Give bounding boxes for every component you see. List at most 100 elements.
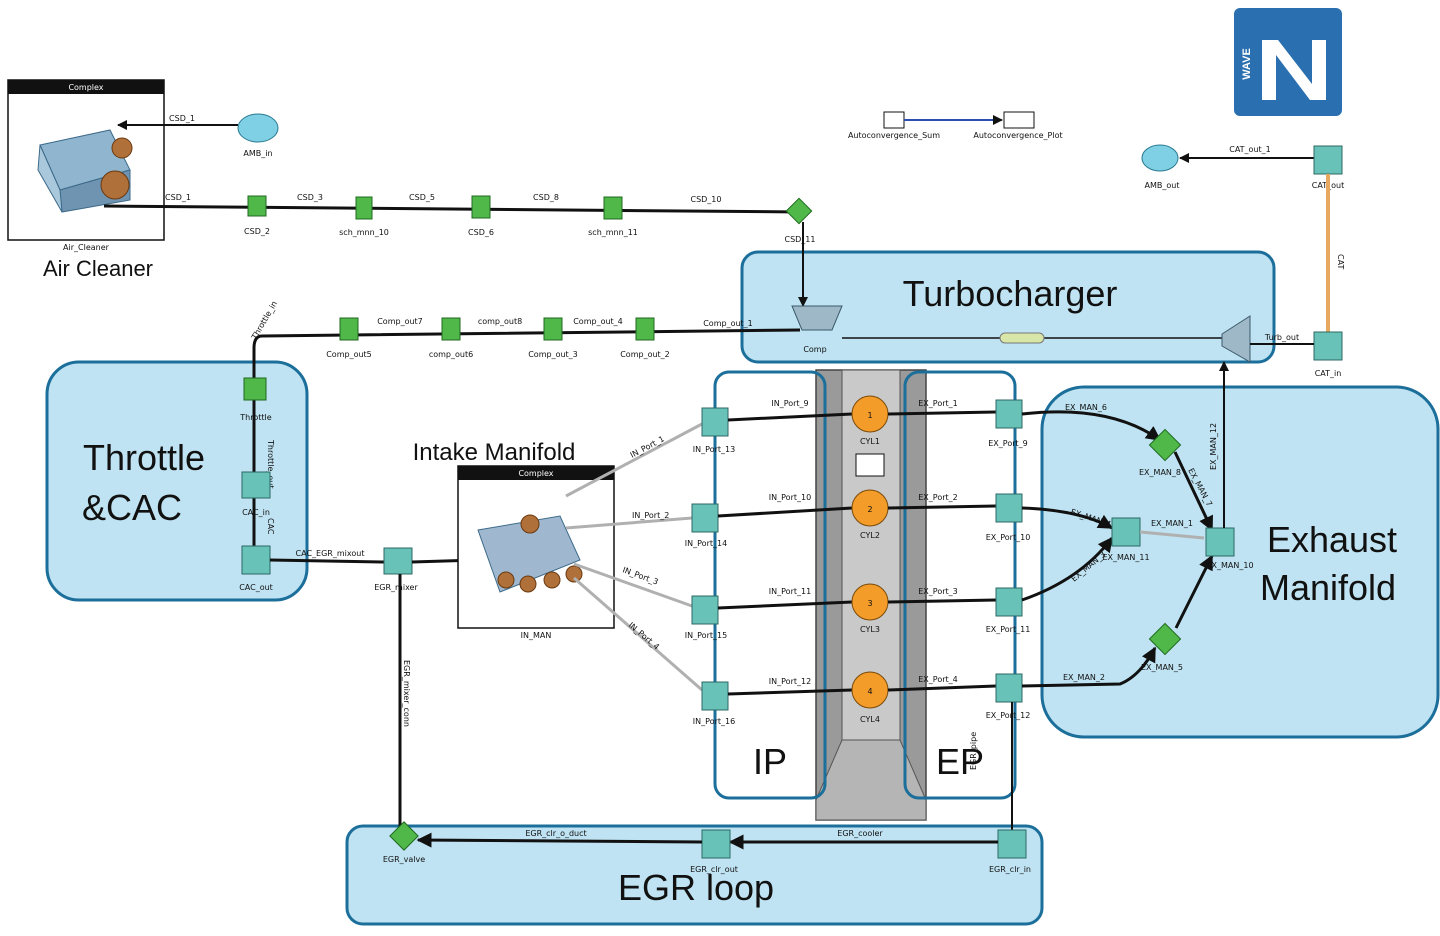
turbine-icon[interactable] (1221, 315, 1251, 363)
cat-in-node[interactable] (1313, 331, 1343, 361)
turbocharger-region (740, 250, 1276, 364)
cylinder-1-number: 1 (867, 411, 872, 420)
egr-clr-in-label: EGR_clr_in (989, 865, 1031, 874)
in-port-9-label: IN_Port_9 (771, 399, 808, 408)
ex-man-1-label: EX_MAN_1 (1151, 519, 1193, 528)
ex-port-9-label: EX_Port_9 (988, 439, 1027, 448)
egr-valve-node[interactable] (389, 821, 419, 851)
turbocharger-title: Turbocharger (903, 273, 1118, 314)
ex-port-11-label: EX_Port_11 (986, 625, 1031, 634)
comp-out-3-label: Comp_out_3 (528, 350, 578, 359)
ex-port-4-pipe (887, 684, 997, 692)
ex-port-12-label: EX_Port_12 (986, 711, 1031, 720)
ex-man-2-label: EX_MAN_2 (1063, 673, 1105, 682)
in-port-15-node[interactable] (691, 595, 719, 625)
in-port-16-node[interactable] (701, 681, 729, 711)
in-port-16-label: IN_Port_16 (693, 717, 735, 726)
cac-out-node[interactable] (241, 545, 271, 575)
ex-port-3-pipe (887, 598, 997, 604)
intake-manifold-title: Intake Manifold (413, 439, 576, 466)
ex-man-10-node[interactable] (1205, 527, 1235, 557)
comp-out8-label: comp_out8 (478, 317, 522, 326)
autoconvergence-plot-icon[interactable] (1003, 111, 1035, 129)
csd-11-node[interactable] (785, 197, 813, 225)
comp-out5-node[interactable] (339, 317, 359, 341)
ex-man-11-node[interactable] (1111, 517, 1141, 547)
ex-man-6-pipe (1021, 410, 1162, 442)
ex-port-10-label: EX_Port_10 (986, 533, 1031, 542)
cyl4-label: CYL4 (860, 715, 880, 724)
in-port-1-pipe (565, 422, 703, 498)
ex-port-3-label: EX_Port_3 (918, 587, 957, 596)
ex-man-5-node[interactable] (1148, 622, 1182, 656)
csd-6-node[interactable] (471, 195, 491, 219)
ex-port-1-label: EX_Port_1 (918, 399, 957, 408)
turbo-shaft-body (999, 332, 1045, 344)
wave-logo-text: WAVE (1241, 48, 1253, 80)
ex-man-7-pipe (1173, 451, 1214, 532)
ex-port-11-node[interactable] (995, 587, 1023, 617)
cyl1-label: CYL1 (860, 437, 880, 446)
ambient-out-cloud-icon[interactable] (1141, 144, 1179, 172)
csd-1b-label: CSD_1 (165, 193, 191, 202)
in-port-10-pipe (717, 506, 853, 518)
exhaust-manifold-title-2: Manifold (1260, 567, 1396, 608)
egr-valve-label: EGR_valve (383, 855, 425, 864)
intake-manifold-3d-icon (477, 514, 583, 593)
ex-port-2-label: EX_Port_2 (918, 493, 957, 502)
sch-mnn-11-label: sch_mnn_11 (588, 228, 638, 237)
cat-out-node[interactable] (1313, 145, 1343, 175)
autoconvergence-sum-icon[interactable] (883, 111, 905, 129)
egr-loop-title: EGR loop (618, 867, 774, 908)
cac-in-label: CAC_in (242, 508, 270, 517)
ep-title: EP (936, 741, 984, 782)
throttle-out-label: Throttle_out (266, 439, 275, 488)
comp-out-1-label: Comp_out_1 (703, 319, 753, 328)
cac-egr-pipe (269, 558, 385, 564)
comp-out6-node[interactable] (441, 317, 461, 341)
in-man-label: IN_MAN (521, 631, 552, 640)
egr-loop-region (345, 824, 1044, 926)
ip-title: IP (753, 741, 787, 782)
comp-out-3-node[interactable] (543, 317, 563, 341)
egr-clr-in-node[interactable] (997, 829, 1027, 859)
cac-out-label: CAC_out (239, 583, 273, 592)
comp-out-2-node[interactable] (635, 317, 655, 341)
in-port-13-label: IN_Port_13 (693, 445, 735, 454)
in-port-14-label: IN_Port_14 (685, 539, 727, 548)
egr-mixer-node[interactable] (383, 547, 413, 575)
egr-cooler-label: EGR_cooler (837, 829, 883, 838)
ex-man-8-node[interactable] (1148, 428, 1182, 462)
csd-1a-label: CSD_1 (169, 114, 195, 123)
ex-port-10-node[interactable] (995, 493, 1023, 523)
csd-2-node[interactable] (247, 195, 267, 217)
comp-out6-label: comp_out6 (429, 350, 473, 359)
ex-man-5-to-10-pipe (1174, 554, 1214, 629)
csd-2-label: CSD_2 (244, 227, 270, 236)
cac-in-node[interactable] (241, 471, 271, 499)
ambient-in-cloud-icon[interactable] (237, 113, 279, 143)
in-port-13-node[interactable] (701, 407, 729, 437)
egr-clr-o-duct-label: EGR_clr_o_duct (525, 829, 586, 838)
autoconvergence-plot-label: Autoconvergence_Plot (973, 131, 1062, 140)
in-port-11-label: IN_Port_11 (769, 587, 811, 596)
ex-port-9-node[interactable] (995, 399, 1023, 429)
in-port-14-node[interactable] (691, 503, 719, 533)
egr-mixer-label: EGR_mixer (374, 583, 418, 592)
cylinder-4-number: 4 (867, 687, 872, 696)
in-port-9-pipe (727, 412, 853, 422)
comp-out7-label: Comp_out7 (377, 317, 423, 326)
egr-clr-out-node[interactable] (701, 829, 731, 859)
sch-mnn-11-node[interactable] (603, 196, 623, 220)
sch-mnn-10-node[interactable] (355, 196, 373, 220)
egr-pipe-label: EGR_pipe (969, 732, 978, 770)
turb-out-label: Turb_out (1264, 333, 1299, 342)
compressor-icon[interactable] (791, 305, 843, 331)
in-port-12-pipe (727, 688, 853, 696)
throttle-node[interactable] (243, 377, 267, 401)
ex-port-12-node[interactable] (995, 673, 1023, 703)
cac-label: CAC (266, 518, 275, 535)
ex-man-1-pipe (1139, 530, 1205, 540)
cac-egr-mix-label: CAC_EGR_mixout (296, 549, 365, 558)
